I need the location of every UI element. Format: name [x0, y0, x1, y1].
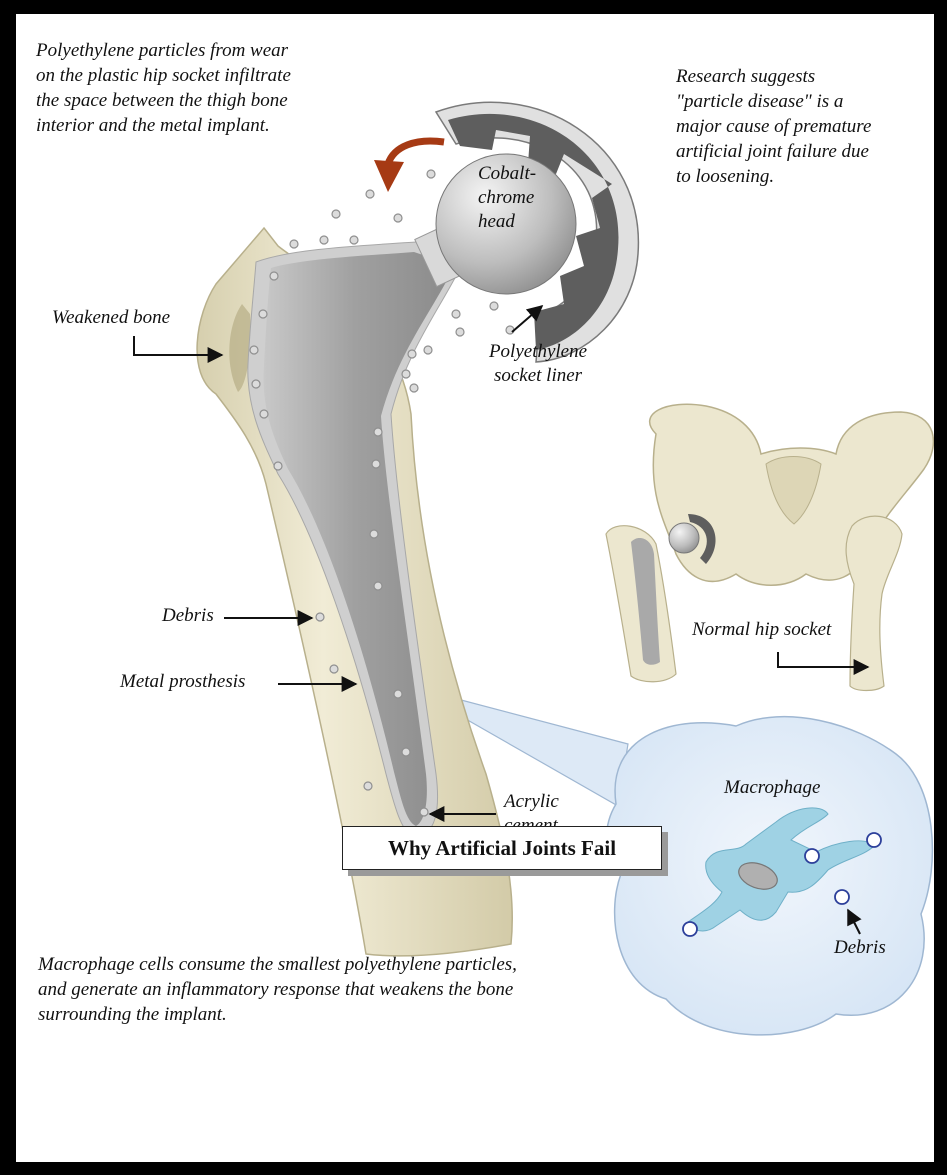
label-inset-debris: Debris: [834, 936, 904, 960]
rotation-arrow: [374, 141, 444, 192]
small-implant-head: [669, 523, 699, 553]
label-normal-hip-socket: Normal hip socket: [692, 618, 862, 642]
label-macrophage: Macrophage: [724, 776, 844, 800]
pelvis-illustration: [606, 404, 933, 690]
label-debris: Debris: [162, 604, 232, 628]
inset-debris-particle: [683, 922, 697, 936]
diagram-frame: Polyethylene particles from wear on the …: [16, 14, 934, 1162]
caption-macrophage-response: Macrophage cells consume the smallest po…: [38, 952, 618, 1027]
label-weakened-bone: Weakened bone: [52, 306, 222, 330]
inset-debris-particle: [835, 890, 849, 904]
caption-particle-disease: Research suggests "particle disease" is …: [676, 64, 926, 189]
label-cobalt-chrome-head: Cobalt- chrome head: [478, 162, 558, 234]
inset-debris-particle: [867, 833, 881, 847]
right-femur-small: [846, 516, 902, 690]
label-socket-liner: Polyethylene socket liner: [468, 340, 608, 388]
caption-particle-infiltration: Polyethylene particles from wear on the …: [36, 38, 376, 138]
inset-debris-particle: [805, 849, 819, 863]
figure-title: Why Artificial Joints Fail: [342, 826, 662, 870]
label-metal-prosthesis: Metal prosthesis: [120, 670, 280, 694]
